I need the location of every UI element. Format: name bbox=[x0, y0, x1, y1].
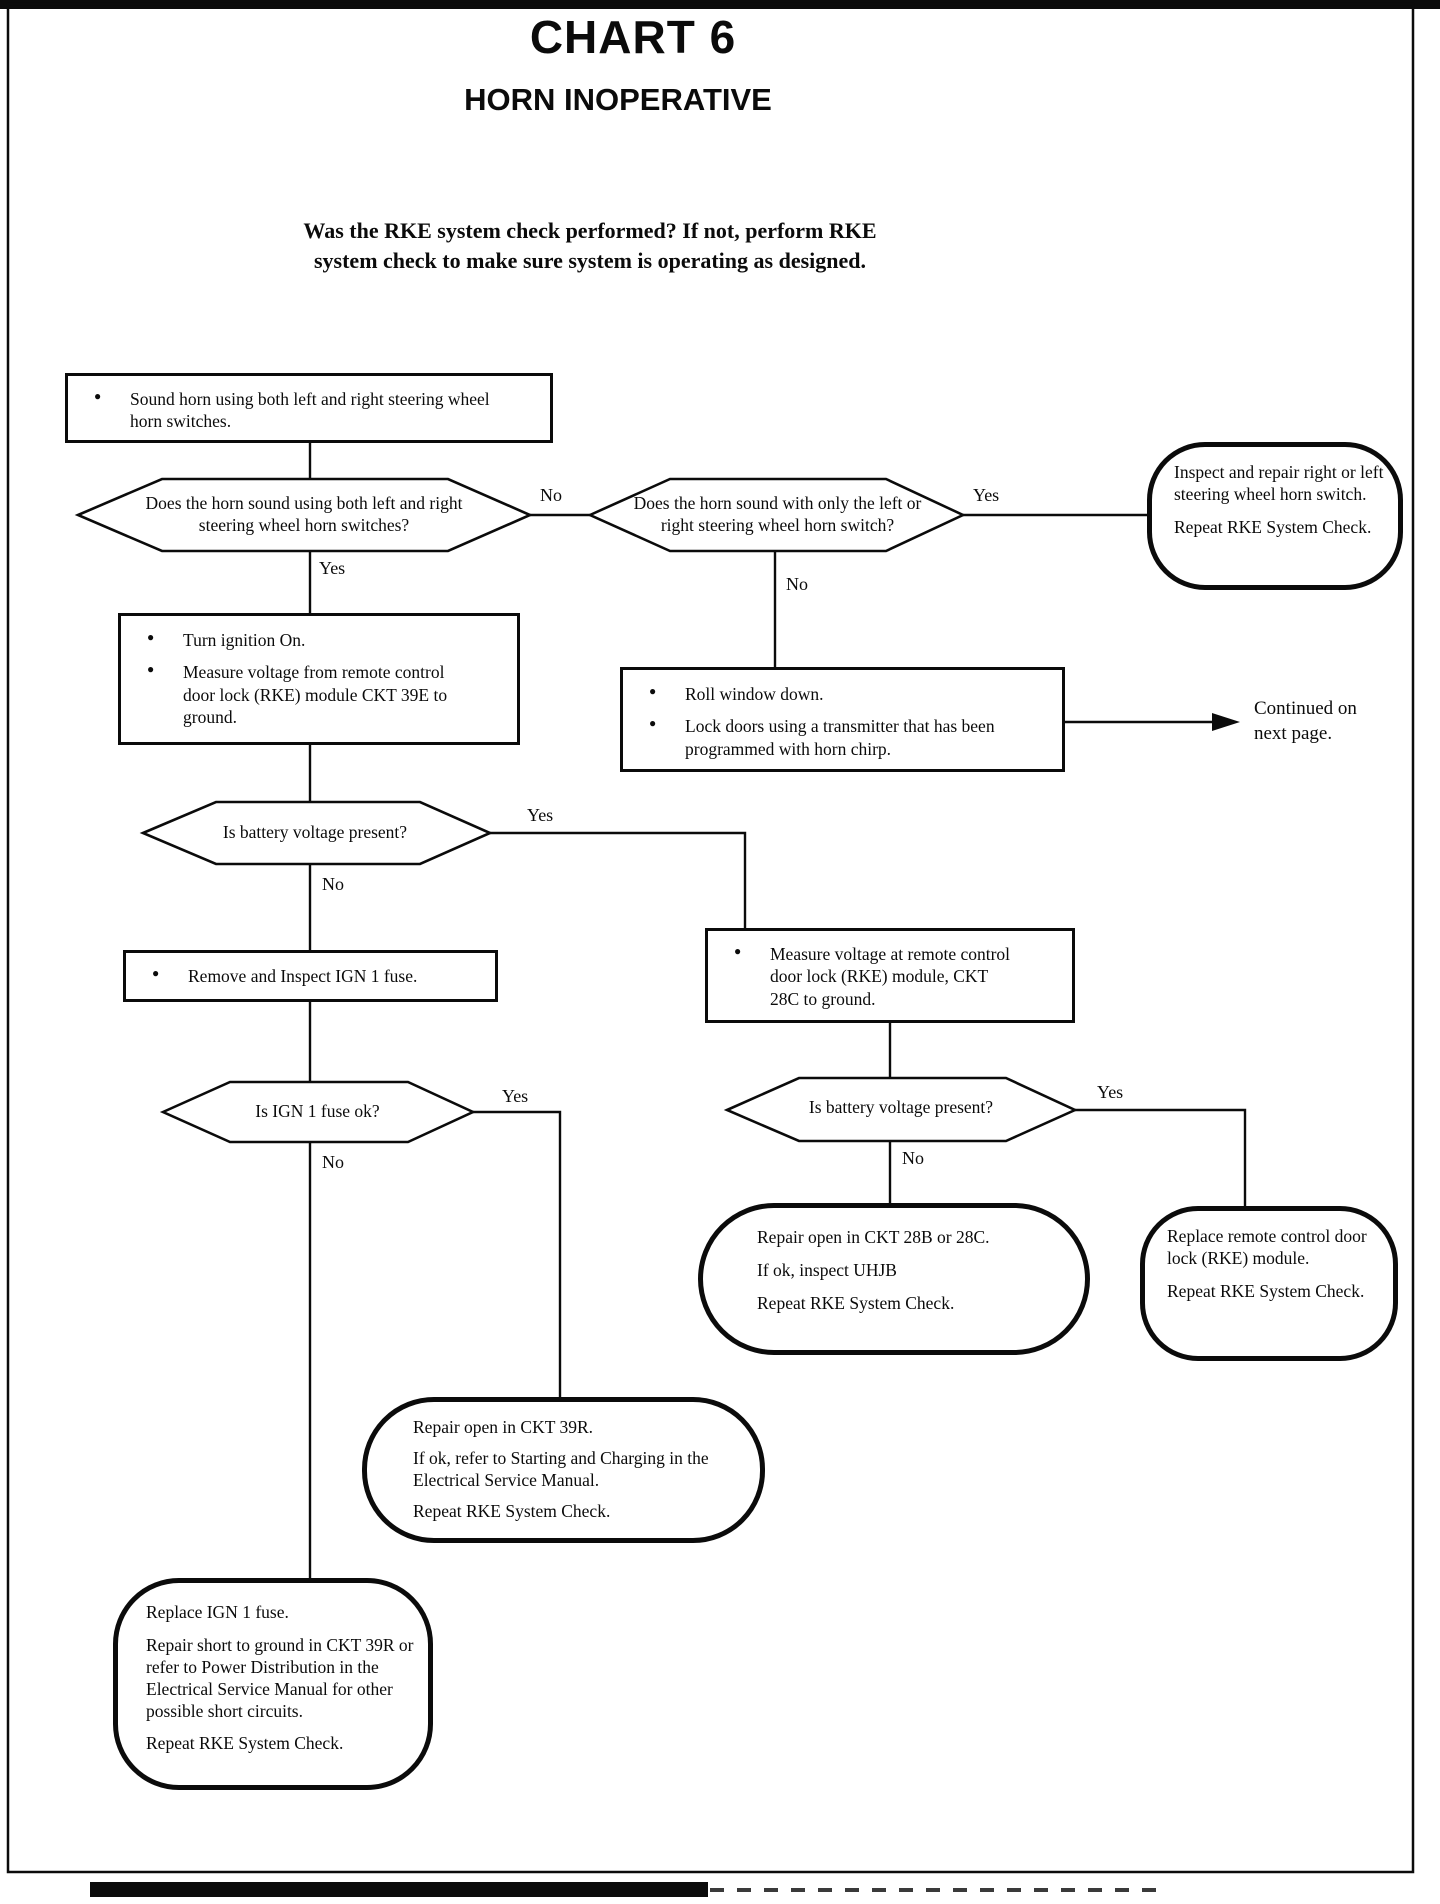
terminal-inspect-horn-switch-line-2: Repeat RKE System Check. bbox=[1174, 516, 1372, 537]
continued-note-line-2: next page. bbox=[1254, 722, 1333, 744]
terminal-repair-39r-line-1: Repair open in CKT 39R. bbox=[413, 1417, 594, 1437]
decision-horn-both-question: Does the horn sound using both left and … bbox=[145, 493, 463, 535]
terminal-replace-fuse-line-3: Repeat RKE System Check. bbox=[146, 1733, 344, 1754]
edge-label-battery-right-yes: Yes bbox=[1097, 1082, 1124, 1102]
process-remove-fuse: Remove and Inspect IGN 1 fuse. bbox=[123, 950, 498, 1002]
terminal-replace-fuse-line-2: Repair short to ground in CKT 39R or ref… bbox=[146, 1634, 414, 1721]
chart-title: CHART 6 bbox=[529, 11, 737, 63]
decision-battery-right: Is battery voltage present? bbox=[745, 1079, 1057, 1137]
terminal-replace-fuse-line-1: Replace IGN 1 fuse. bbox=[146, 1602, 289, 1622]
process-roll-window-text-1: Roll window down. bbox=[623, 683, 1062, 705]
process-ignition-on-text-1: Turn ignition On. bbox=[121, 629, 517, 651]
terminal-inspect-horn-switch-line-1: Inspect and repair right or left steerin… bbox=[1174, 462, 1384, 504]
process-roll-window-text-2: Lock doors using a transmitter that has … bbox=[623, 715, 1015, 760]
process-remove-fuse-text: Remove and Inspect IGN 1 fuse. bbox=[126, 965, 495, 987]
decision-horn-one-question: Does the horn sound with only the left o… bbox=[633, 493, 922, 535]
terminal-replace-rke: Replace remote control door lock (RKE) m… bbox=[1140, 1206, 1398, 1361]
decision-battery-right-shape bbox=[723, 1076, 1079, 1143]
terminal-repair-28b-line-3: Repeat RKE System Check. bbox=[757, 1292, 955, 1313]
decision-battery-right-question: Is battery voltage present? bbox=[808, 1097, 994, 1118]
edge-label-horn-one-yes: Yes bbox=[973, 485, 1000, 505]
bottom-scan-dashes bbox=[710, 1888, 1160, 1892]
process-measure-28c-text: Measure voltage at remote control door l… bbox=[708, 943, 1028, 1010]
decision-battery-left-question: Is battery voltage present? bbox=[222, 822, 408, 843]
terminal-repair-28b: Repair open in CKT 28B or 28C. If ok, in… bbox=[698, 1203, 1090, 1355]
process-sound-horn: Sound horn using both left and right ste… bbox=[65, 373, 553, 443]
intro-line-2: system check to make sure system is oper… bbox=[313, 247, 866, 273]
bottom-scan-bar bbox=[90, 1882, 708, 1897]
intro-text: Was the RKE system check performed? If n… bbox=[0, 216, 1180, 275]
terminal-repair-39r-line-2: If ok, refer to Starting and Charging in… bbox=[413, 1447, 709, 1490]
terminal-repair-39r-line-3: Repeat RKE System Check. bbox=[413, 1500, 611, 1521]
terminal-replace-rke-line-1: Replace remote control door lock (RKE) m… bbox=[1167, 1226, 1367, 1268]
decision-horn-one: Does the horn sound with only the left o… bbox=[630, 481, 925, 549]
page-border bbox=[6, 2, 1415, 1874]
terminal-replace-fuse: Replace IGN 1 fuse. Repair short to grou… bbox=[113, 1578, 433, 1790]
intro-line-1: Was the RKE system check performed? If n… bbox=[303, 218, 877, 243]
terminal-replace-rke-line-2: Repeat RKE System Check. bbox=[1167, 1280, 1365, 1301]
chart-subtitle: HORN INOPERATIVE bbox=[464, 82, 772, 117]
edge-label-fuse-ok-no: No bbox=[322, 1152, 344, 1172]
decision-horn-one-shape bbox=[586, 477, 967, 553]
decision-horn-both-shape bbox=[74, 477, 534, 553]
decision-fuse-ok-question: Is IGN 1 fuse ok? bbox=[255, 1101, 380, 1122]
terminal-repair-39r: Repair open in CKT 39R. If ok, refer to … bbox=[362, 1397, 765, 1543]
edge-label-horn-both-no: No bbox=[540, 485, 562, 505]
decision-fuse-ok-shape bbox=[159, 1080, 477, 1144]
terminal-inspect-horn-switch: Inspect and repair right or left steerin… bbox=[1147, 442, 1403, 590]
edge-label-horn-one-no: No bbox=[786, 574, 808, 594]
decision-fuse-ok: Is IGN 1 fuse ok? bbox=[180, 1083, 455, 1141]
terminal-repair-28b-line-1: Repair open in CKT 28B or 28C. bbox=[757, 1227, 990, 1247]
edge-label-horn-both-yes: Yes bbox=[319, 558, 346, 578]
decision-horn-both: Does the horn sound using both left and … bbox=[125, 481, 483, 549]
process-ignition-on: Turn ignition On. Measure voltage from r… bbox=[118, 613, 520, 745]
decision-battery-left: Is battery voltage present? bbox=[160, 803, 470, 863]
terminal-repair-28b-line-2: If ok, inspect UHJB bbox=[757, 1259, 897, 1280]
edge-label-battery-left-no: No bbox=[322, 874, 344, 894]
continued-note-line-1: Continued on bbox=[1254, 698, 1357, 719]
process-ignition-on-text-2: Measure voltage from remote control door… bbox=[121, 661, 461, 728]
decision-battery-left-shape bbox=[139, 800, 494, 866]
continued-note: Continued on next page. bbox=[1254, 697, 1357, 746]
edge-label-battery-left-yes: Yes bbox=[527, 805, 554, 825]
process-sound-horn-text: Sound horn using both left and right ste… bbox=[68, 388, 520, 433]
edge-label-battery-right-no: No bbox=[902, 1148, 924, 1168]
process-measure-28c: Measure voltage at remote control door l… bbox=[705, 928, 1075, 1023]
edge-label-fuse-ok-yes: Yes bbox=[502, 1086, 529, 1106]
process-roll-window: Roll window down. Lock doors using a tra… bbox=[620, 667, 1065, 772]
continued-arrowhead bbox=[1212, 713, 1240, 731]
